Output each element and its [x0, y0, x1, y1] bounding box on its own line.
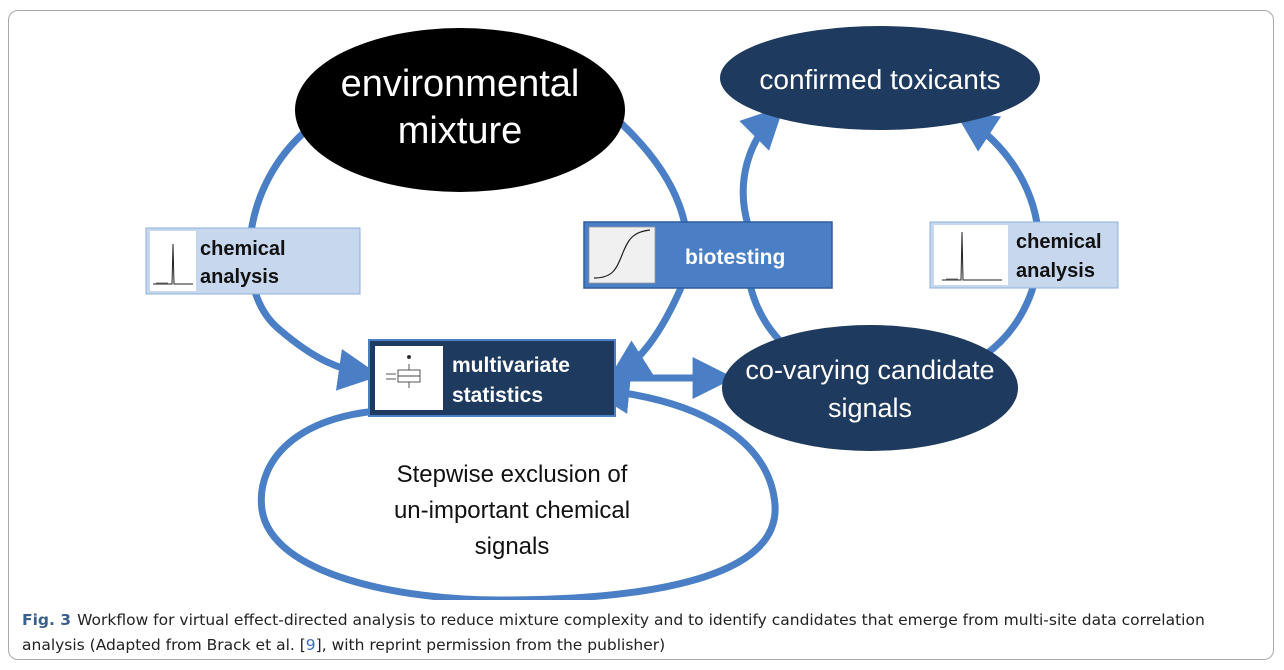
chemical-analysis-right-line1: chemical — [1016, 231, 1102, 253]
chemical-analysis-right-box: chemical analysis — [929, 221, 1119, 289]
arrow-mixture-to-multivariate — [245, 116, 381, 391]
multivariate-statistics-box: multivariate statistics — [368, 339, 616, 417]
environmental-mixture-node: environmental mixture — [295, 28, 625, 192]
chromatogram-icon — [153, 243, 193, 285]
chemical-analysis-left-box: chemical analysis — [145, 227, 361, 295]
candidate-signals-line2: signals — [828, 393, 912, 423]
stepwise-exclusion-loop — [257, 372, 779, 600]
biotesting-box: biotesting — [583, 221, 833, 289]
dose-response-icon — [593, 229, 651, 279]
environmental-mixture-line2: mixture — [398, 110, 523, 152]
figure-label: Fig. 3 — [22, 611, 72, 629]
stepwise-exclusion-line3: signals — [475, 533, 550, 560]
reference-link[interactable]: 9 — [305, 636, 316, 654]
stepwise-exclusion-text: Stepwise exclusion of un-important chemi… — [394, 461, 630, 560]
candidate-signals-line1: co-varying candidate — [745, 355, 994, 385]
chemical-analysis-left-line1: chemical — [200, 238, 286, 260]
biotesting-label: biotesting — [685, 246, 785, 269]
confirmed-toxicants-label: confirmed toxicants — [759, 64, 1000, 95]
caption-text-end: ], with reprint permission from the publ… — [315, 636, 666, 654]
boxplot-icon — [386, 354, 421, 388]
candidate-signals-node: co-varying candidate signals — [722, 325, 1018, 451]
environmental-mixture-line1: environmental — [341, 63, 580, 105]
chemical-analysis-left-line2: analysis — [200, 266, 279, 288]
multivariate-statistics-line1: multivariate — [452, 354, 570, 377]
chromatogram-icon — [942, 231, 1002, 281]
workflow-diagram: environmental mixture confirmed toxicant… — [145, 26, 1119, 600]
chemical-analysis-right-line2: analysis — [1016, 260, 1095, 282]
multivariate-statistics-line2: statistics — [452, 384, 543, 407]
stepwise-exclusion-line1: Stepwise exclusion of — [397, 461, 628, 488]
confirmed-toxicants-node: confirmed toxicants — [720, 26, 1040, 130]
stepwise-exclusion-line2: un-important chemical — [394, 497, 630, 524]
arrow-biotesting-to-toxicants — [739, 106, 784, 229]
caption-text-start: Workflow for virtual effect-directed ana… — [22, 611, 1205, 654]
figure-frame — [8, 10, 1274, 660]
